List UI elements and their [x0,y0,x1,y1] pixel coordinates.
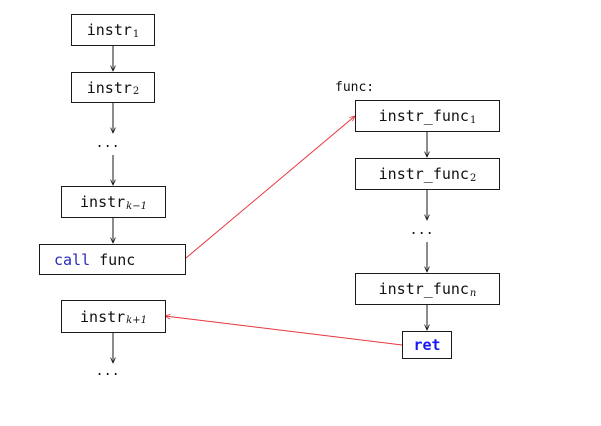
instr-k-plus-1-text: instr [80,307,126,326]
instr-func-2-subscript: 2 [469,172,477,184]
ret-keyword: ret [413,336,441,354]
instr-1-text: instr [86,21,132,39]
right-ellipsis: ... [411,219,436,238]
return-arrow [165,316,403,346]
left-ellipsis-2: ... [97,360,122,379]
instr-func-2-text: instr_func [378,165,469,183]
instr-2-subscript: 2 [132,86,140,97]
instr-k-minus-1-text: instr [80,193,126,211]
instr-func-1-text: instr_func [378,107,469,125]
instr-1-subscript: 1 [132,28,140,40]
instr-k-plus-1-subscript: k+1 [126,315,147,326]
ret-box: ret [402,331,452,359]
call-keyword: call [54,250,91,269]
func-label: func: [335,80,375,95]
instr-func-n-subscript: n [469,287,477,299]
call-func-box: call func [39,244,186,275]
instr-func-1-subscript: 1 [469,114,477,126]
instr-2-text: instr [86,78,132,97]
instr-func-n-text: instr_func [378,280,469,298]
call-arrow [185,116,355,259]
instr-k-minus-1-subscript: k−1 [126,200,147,212]
call-target: func [99,250,136,269]
left-ellipsis-1: ... [97,132,122,151]
